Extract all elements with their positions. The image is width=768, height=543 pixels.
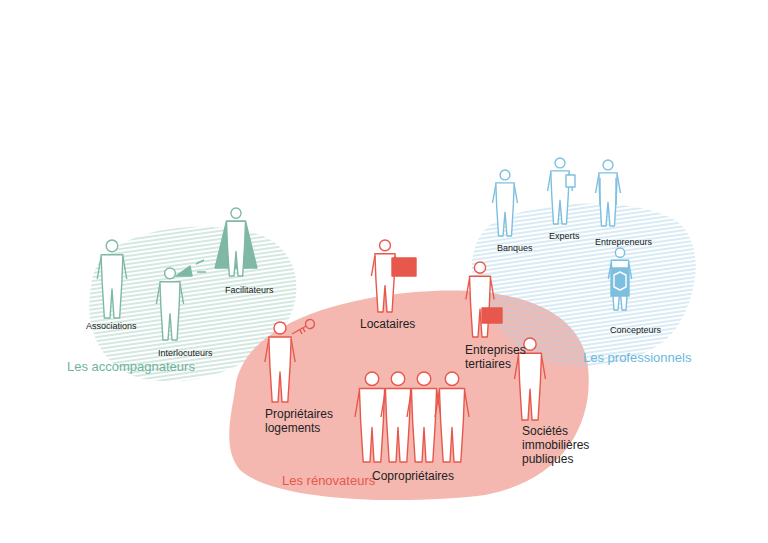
figure-label: Locataires xyxy=(360,318,440,332)
region-title: Les professionnels xyxy=(583,350,691,365)
person-figure xyxy=(608,248,631,310)
region-shape xyxy=(89,227,296,381)
person-figure xyxy=(355,372,389,462)
figure-label: Concepteurs xyxy=(610,325,685,335)
person-figure xyxy=(596,160,621,226)
figure-label: Experts xyxy=(549,231,599,241)
figure-label: Entreprises tertiaires xyxy=(465,344,550,372)
figure-label: Copropriétaires xyxy=(372,470,482,484)
person-figure xyxy=(215,208,257,276)
region-title: Les rénovateurs xyxy=(282,473,375,488)
person-figure xyxy=(493,170,518,236)
region-title: Les accompagnateurs xyxy=(67,359,195,374)
figure-label: Sociétés immobilières publiques xyxy=(522,425,602,466)
person-figure xyxy=(381,372,415,462)
figure-label: Propriétaires logements xyxy=(265,408,353,436)
person-figure xyxy=(371,240,416,312)
region-shape xyxy=(472,204,696,367)
figure-label: Facilitateurs xyxy=(225,285,295,295)
figure-label: Banques xyxy=(497,243,557,253)
figure-label: Associations xyxy=(86,321,156,331)
person-figure xyxy=(97,240,126,318)
figure-label: Entrepreneurs xyxy=(595,237,675,247)
person-figure xyxy=(265,320,315,402)
person-figure xyxy=(548,158,575,224)
person-figure xyxy=(156,260,206,340)
person-figure xyxy=(466,262,502,337)
person-figure xyxy=(435,372,469,462)
person-figure xyxy=(407,372,441,462)
figure-label: Interlocuteurs xyxy=(158,348,233,358)
